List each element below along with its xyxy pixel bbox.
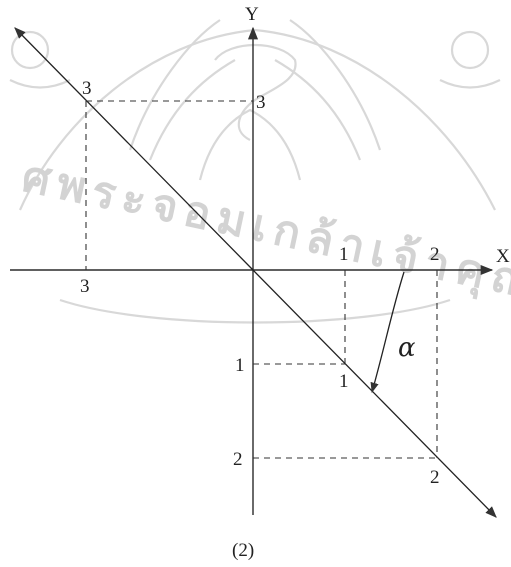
label-point-c: 2 (430, 467, 440, 488)
y-axis-label: Y (245, 4, 259, 25)
main-line (14, 27, 254, 271)
label-y-one: 1 (235, 355, 245, 376)
label-x-two: 2 (430, 244, 440, 265)
figure-caption: (2) (232, 540, 254, 561)
angle-arc (370, 271, 405, 394)
label-y-two: 2 (233, 449, 243, 470)
label-point-a-top: 3 (82, 78, 92, 99)
label-y-three: 3 (256, 92, 266, 113)
angle-label: α (398, 333, 416, 363)
main-line-lower (252, 269, 497, 518)
x-axis-label: X (496, 246, 510, 267)
label-x-one: 1 (339, 244, 349, 265)
label-point-b: 1 (339, 371, 349, 392)
label-x-minus-three: 3 (80, 276, 90, 297)
